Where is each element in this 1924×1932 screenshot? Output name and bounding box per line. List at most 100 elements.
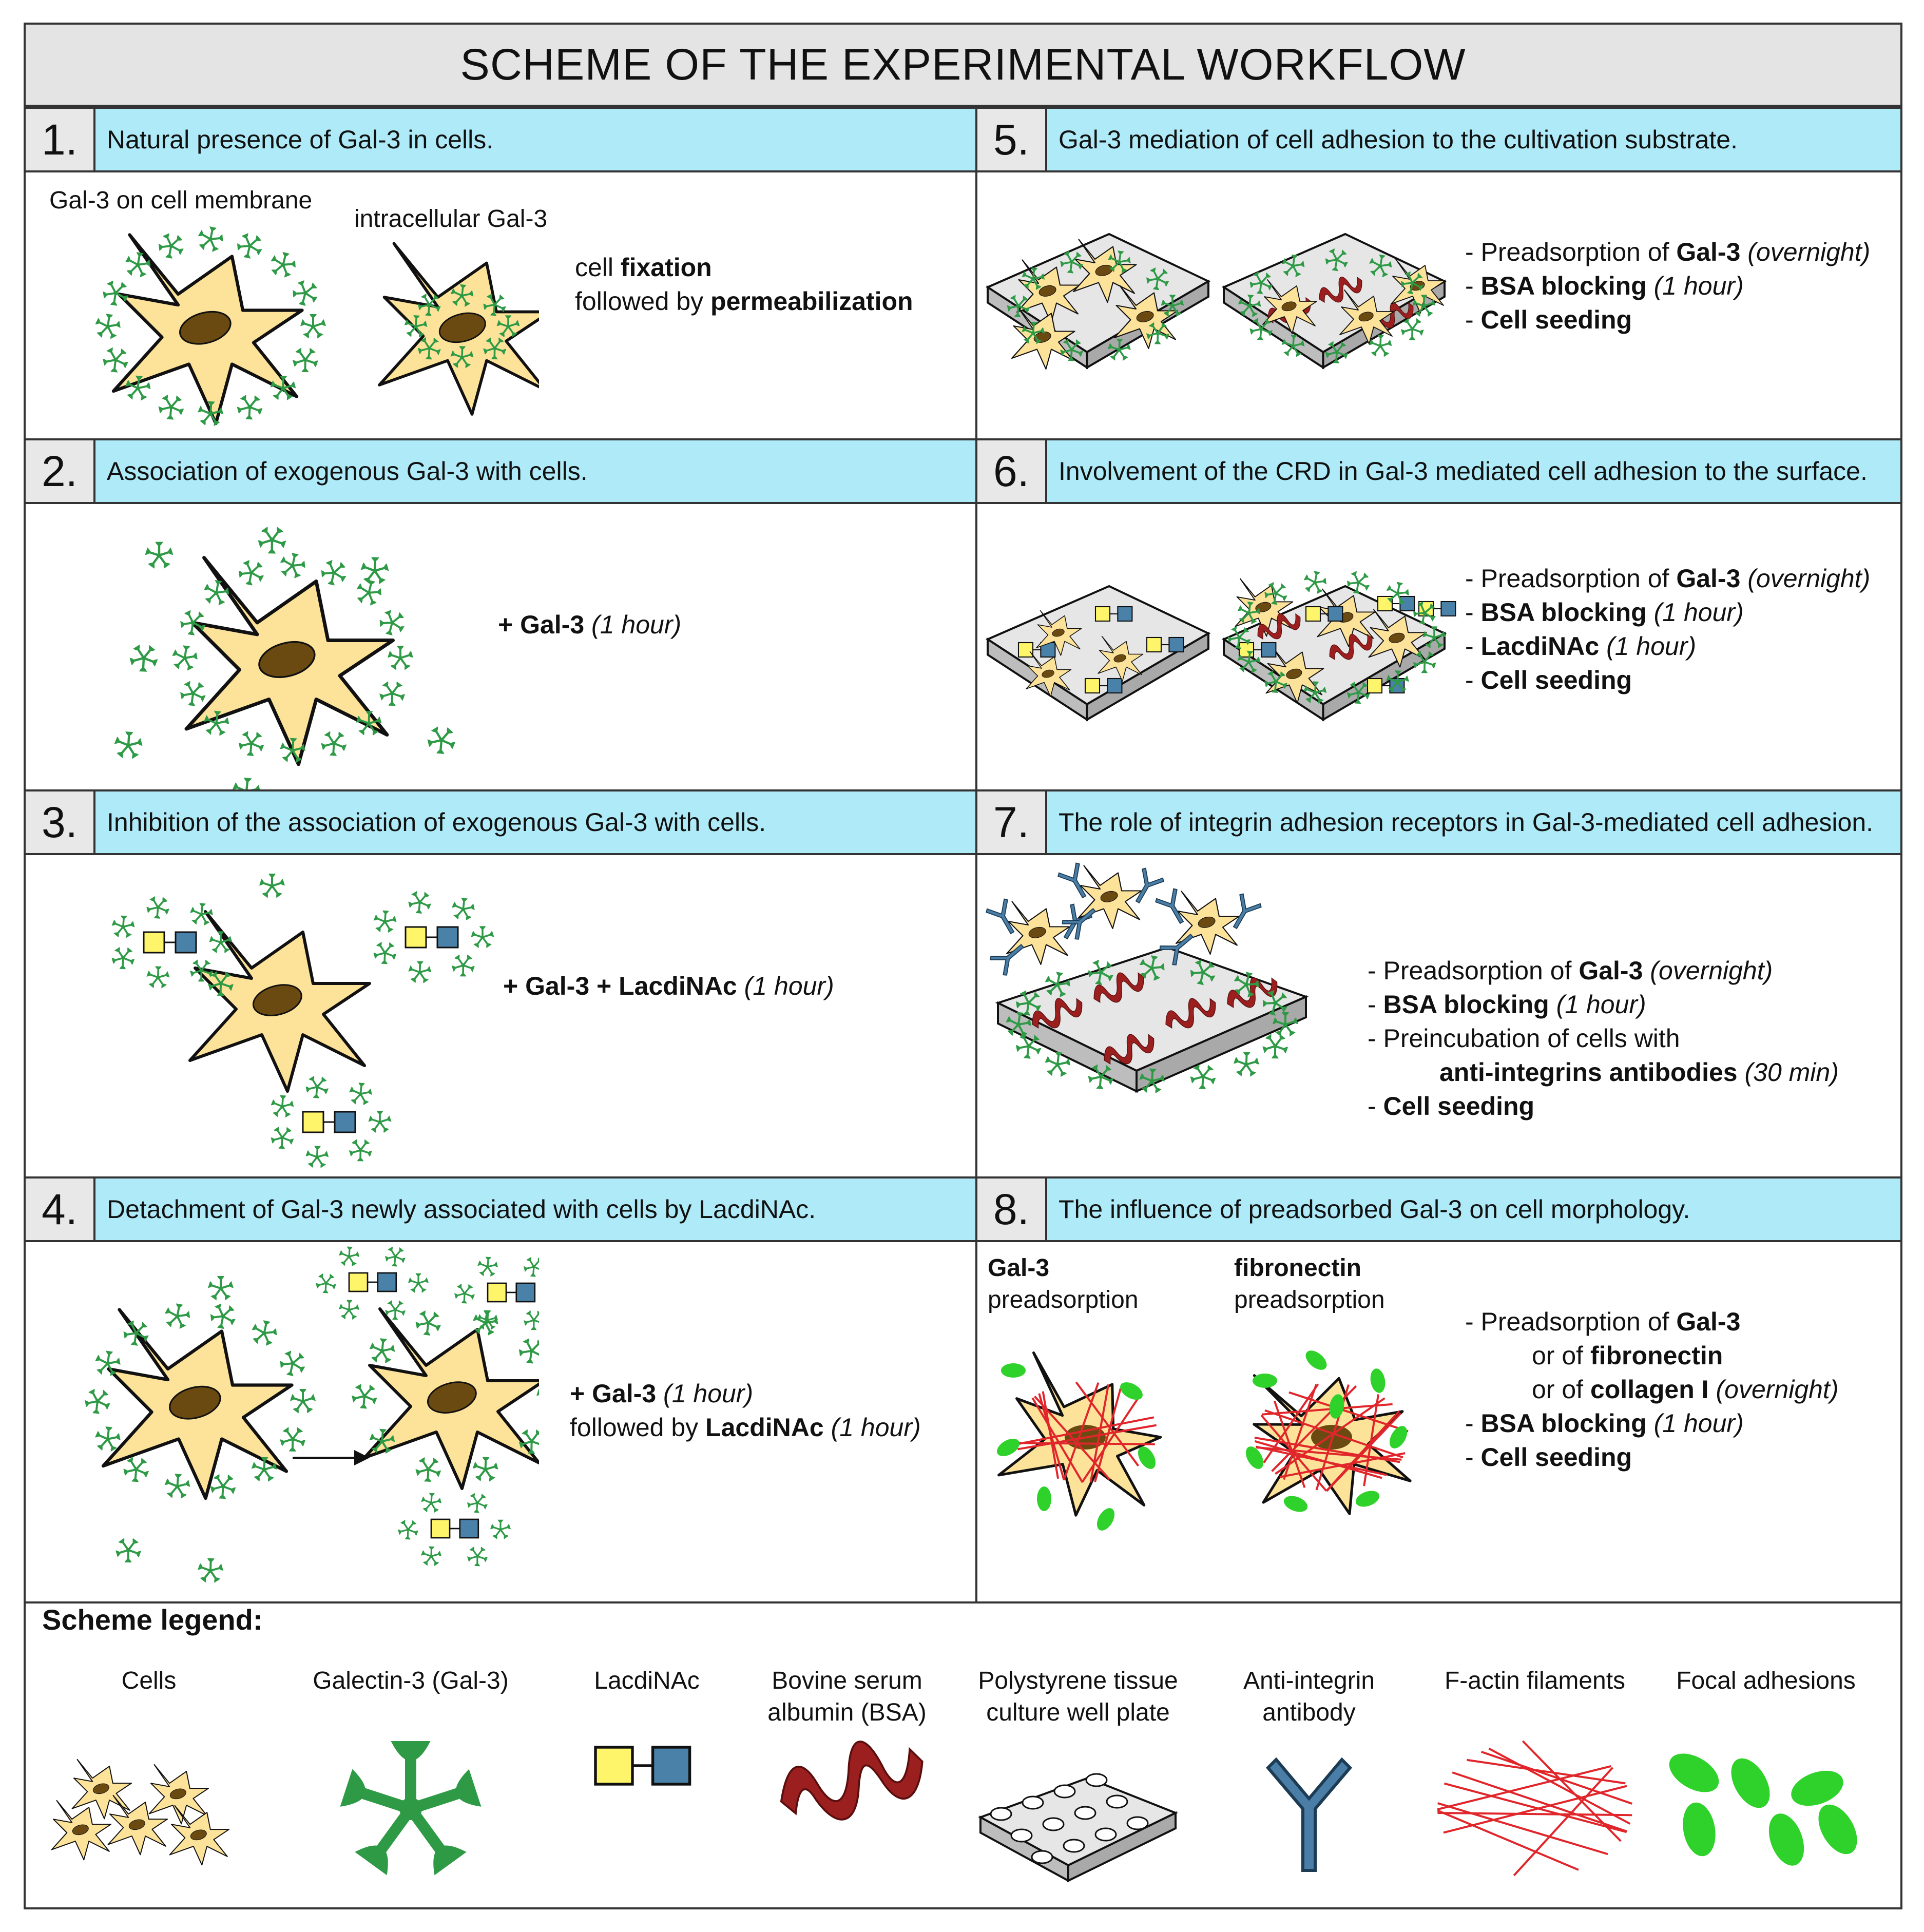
protocol-line: - Cell seeding — [1465, 1443, 1632, 1472]
step-title: Involvement of the CRD in Gal-3 mediated… — [1047, 440, 1900, 502]
step-title: Natural presence of Gal-3 in cells. — [95, 109, 975, 170]
protocol-line: - BSA blocking (1 hour) — [1465, 272, 1744, 300]
illustration-label: Gal-3 on cell membrane — [49, 187, 313, 214]
step-number: 2. — [26, 440, 95, 502]
protocol-line: - BSA blocking (1 hour) — [1368, 990, 1646, 1019]
panel-body: - Preadsorption of Gal-3 (overnight) - BS… — [977, 504, 1900, 789]
protocol-text: + Gal-3 + LacdiNAc (1 hour) — [503, 969, 834, 1003]
protocol-line: - Cell seeding — [1465, 666, 1632, 694]
step-number: 1. — [26, 109, 95, 170]
panel-illustration — [985, 233, 1447, 370]
protocol-line: - Preadsorption of Gal-3 (overnight) — [1465, 564, 1871, 593]
step-title: Association of exogenous Gal-3 with cell… — [95, 440, 975, 502]
antibody-icon — [1265, 1757, 1353, 1872]
step-number: 4. — [26, 1178, 95, 1240]
panel-body: - Preadsorption of Gal-3 (overnight)- BS… — [977, 172, 1900, 438]
protocol-line: - Preincubation of cells with — [1368, 1024, 1680, 1053]
panel-header: 1.Natural presence of Gal-3 in cells. — [26, 107, 975, 172]
protocol-line: anti-integrins antibodies (30 min) — [1439, 1058, 1839, 1087]
step-number: 3. — [26, 791, 95, 853]
bsa-icon — [780, 1741, 923, 1821]
legend-title: Scheme legend: — [42, 1603, 263, 1636]
illustration-label: intracellular Gal-3 — [354, 205, 548, 233]
step-number: 5. — [977, 109, 1047, 170]
step-title: Inhibition of the association of exogeno… — [95, 791, 975, 853]
protocol-line: - Cell seeding — [1368, 1092, 1535, 1120]
focal-adhesion-icon — [1669, 1753, 1857, 1866]
step-number: 7. — [977, 791, 1047, 853]
legend-label: LacdiNAc — [594, 1667, 700, 1694]
protocol-line: - BSA blocking (1 hour) — [1465, 598, 1744, 627]
panel-body: Gal-3 on cell membrane intracellular Gal-… — [26, 172, 975, 438]
panel-header: 6.Involvement of the CRD in Gal-3 mediat… — [977, 438, 1900, 504]
panel-illustration — [95, 226, 539, 427]
panel-8: 8.The influence of preadsorbed Gal-3 on … — [977, 1176, 1900, 1603]
panel-illustration — [985, 571, 1456, 722]
actin-icon — [1437, 1740, 1633, 1877]
panel-6: 6.Involvement of the CRD in Gal-3 mediat… — [977, 438, 1900, 789]
workflow-frame: SCHEME OF THE EXPERIMENTAL WORKFLOW 1.Na… — [24, 23, 1902, 1909]
panel-body: + Gal-3 + LacdiNAc (1 hour) — [26, 855, 975, 1176]
legend-label: Focal adhesions — [1676, 1667, 1856, 1694]
panel-illustration — [85, 1246, 539, 1583]
protocol-text: + Gal-3 (1 hour) followed by LacdiNAc (1 … — [570, 1377, 921, 1444]
panel-3: 3.Inhibition of the association of exoge… — [26, 789, 975, 1176]
legend-divider — [26, 1601, 1900, 1603]
legend-icons — [51, 1740, 1857, 1883]
protocol-line: followed by permeabilization — [575, 287, 913, 316]
legend-label: Cells — [121, 1667, 177, 1694]
panel-illustration — [111, 874, 494, 1168]
protocol-line: + Gal-3 (1 hour) — [570, 1379, 754, 1408]
legend-label: Galectin-3 (Gal-3) — [313, 1667, 509, 1694]
protocol-line: cell fixation — [575, 253, 712, 282]
protocol-text: - Preadsorption of Gal-3 (overnight) - BS… — [1465, 562, 1870, 697]
protocol-line: - BSA blocking (1 hour) — [1465, 1409, 1744, 1438]
panel-1: 1.Natural presence of Gal-3 in cells.Gal… — [26, 107, 975, 438]
panel-illustration — [114, 526, 456, 789]
panel-header: 7.The role of integrin adhesion receptor… — [977, 789, 1900, 855]
panel-header: 3.Inhibition of the association of exoge… — [26, 789, 975, 855]
protocol-text: - Preadsorption of Gal-3 or of fibronecti… — [1465, 1305, 1838, 1474]
protocol-line: - LacdiNAc (1 hour) — [1465, 632, 1697, 661]
protocol-line: + Gal-3 + LacdiNAc (1 hour) — [503, 972, 834, 1000]
legend-label: F-actin filaments — [1444, 1667, 1626, 1694]
protocol-line: or of collagen I (overnight) — [1532, 1375, 1839, 1404]
cells-icon — [51, 1759, 230, 1866]
protocol-line: - Cell seeding — [1465, 305, 1632, 334]
protocol-text: cell fixation followed by permeabilizatio… — [575, 250, 913, 318]
step-title: The influence of preadsorbed Gal-3 on ce… — [1047, 1178, 1900, 1240]
step-title: Detachment of Gal-3 newly associated wit… — [95, 1178, 975, 1240]
panel-header: 5.Gal-3 mediation of cell adhesion to th… — [977, 107, 1900, 172]
panel-header: 4.Detachment of Gal-3 newly associated w… — [26, 1176, 975, 1242]
step-number: 8. — [977, 1178, 1047, 1240]
step-title: The role of integrin adhesion receptors … — [1047, 791, 1900, 853]
protocol-line: + Gal-3 (1 hour) — [498, 610, 682, 639]
protocol-line: or of fibronectin — [1532, 1341, 1723, 1370]
panel-header: 2.Association of exogenous Gal-3 with ce… — [26, 438, 975, 504]
page-title: SCHEME OF THE EXPERIMENTAL WORKFLOW — [26, 25, 1900, 107]
step-title: Gal-3 mediation of cell adhesion to the … — [1047, 109, 1900, 170]
step-number: 6. — [977, 440, 1047, 502]
panel-header: 8.The influence of preadsorbed Gal-3 on … — [977, 1176, 1900, 1242]
protocol-text: - Preadsorption of Gal-3 (overnight)- BS… — [1465, 235, 1870, 337]
panel-body: - Preadsorption of Gal-3 (overnight) - BS… — [977, 855, 1900, 1176]
protocol-line: - Preadsorption of Gal-3 (overnight) — [1368, 956, 1773, 985]
panel-body: + Gal-3 (1 hour) — [26, 504, 975, 789]
well-plate-icon — [978, 1773, 1178, 1883]
panel-illustration — [997, 1350, 1412, 1531]
protocol-line: followed by LacdiNAc (1 hour) — [570, 1413, 921, 1442]
galectin-icon — [340, 1741, 482, 1876]
protocol-text: + Gal-3 (1 hour) — [498, 608, 681, 642]
panel-body: + Gal-3 (1 hour) followed by LacdiNAc (1 … — [26, 1242, 975, 1603]
column-divider — [975, 107, 977, 1603]
panel-4: 4.Detachment of Gal-3 newly associated w… — [26, 1176, 975, 1603]
protocol-text: - Preadsorption of Gal-3 (overnight) - BS… — [1368, 954, 1839, 1123]
panel-2: 2.Association of exogenous Gal-3 with ce… — [26, 438, 975, 789]
panel-7: 7.The role of integrin adhesion receptor… — [977, 789, 1900, 1176]
protocol-line: - Preadsorption of Gal-3 — [1465, 1307, 1741, 1336]
